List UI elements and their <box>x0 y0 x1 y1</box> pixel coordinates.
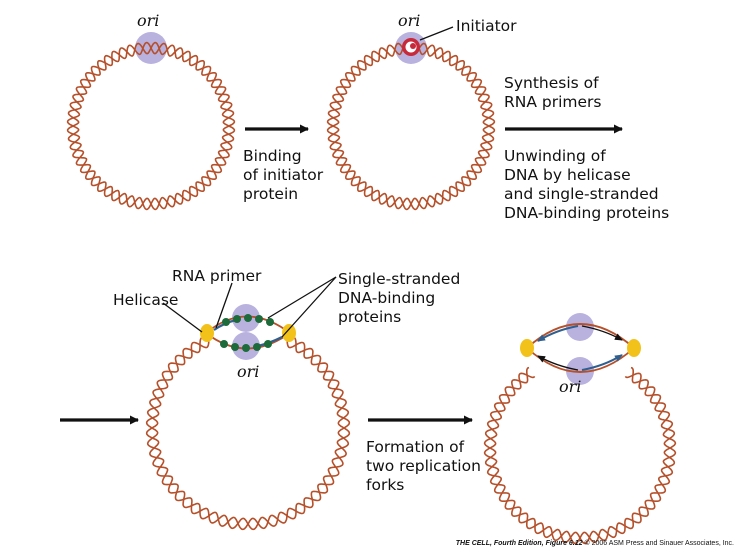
rna-primer-leader-line <box>215 282 233 329</box>
lagging-strand-arrow <box>581 325 623 341</box>
ori-region <box>566 357 594 385</box>
figure-credit: THE CELL, Fourth Edition, Figure 6.12 © … <box>456 540 734 547</box>
dna-circle-2 <box>326 41 496 211</box>
leading-strand-arrow <box>537 325 579 342</box>
ssb-protein <box>220 340 228 348</box>
dna-strand <box>66 41 236 211</box>
ssb-label-line: DNA-binding <box>338 289 436 307</box>
binding-step-line: protein <box>243 185 299 203</box>
unwinding-step-line: and single-stranded <box>504 185 659 203</box>
ori-region <box>566 313 594 341</box>
ori-label-4: ori <box>559 377 582 396</box>
ssb-label-line: proteins <box>338 308 402 326</box>
synthesis-step-line: RNA primers <box>504 93 602 111</box>
binding-step-line: Binding <box>243 147 302 165</box>
credit-copyright: © 2006 ASM Press and Sinauer Associates,… <box>584 540 734 547</box>
credit-book: THE CELL, Fourth Edition, Figure 6.12 <box>455 540 583 547</box>
dna-circle-3 <box>145 336 351 531</box>
helicase-leader-line <box>162 302 203 333</box>
unwinding-step-line: DNA by helicase <box>504 166 631 184</box>
ssb-leader-line-1 <box>267 276 337 319</box>
initiator-leader-line <box>419 26 454 41</box>
ssb-protein <box>233 315 241 323</box>
dna-strand <box>145 336 351 531</box>
formation-step-line: forks <box>366 476 405 494</box>
dna-circle-1 <box>66 41 236 211</box>
lagging-strand-arrow <box>537 355 579 371</box>
ssb-protein <box>244 314 252 322</box>
ssb-protein <box>264 340 272 348</box>
ori-label-1: ori <box>137 11 160 30</box>
helicase-protein <box>282 324 296 342</box>
ori-label-2: ori <box>398 11 421 30</box>
dna-strand <box>66 41 236 211</box>
formation-step-line: Formation of <box>366 438 465 456</box>
unwinding-step-line: DNA-binding proteins <box>504 204 670 222</box>
dna-strand <box>326 41 496 211</box>
ssb-label-line: Single-stranded <box>338 270 461 288</box>
ssb-protein <box>255 315 263 323</box>
formation-step-line: two replication <box>366 457 481 475</box>
initiator-protein-core <box>410 43 416 49</box>
dna-strand <box>326 41 496 211</box>
ori-label-3: ori <box>237 362 260 381</box>
helicase-protein <box>200 324 214 342</box>
unwinding-step-line: Unwinding of <box>504 147 606 165</box>
synthesis-step-line: Synthesis of <box>504 74 599 92</box>
ssb-protein <box>266 318 274 326</box>
initiator-label: Initiator <box>456 17 517 35</box>
ssb-leader-line-2 <box>281 276 337 338</box>
ssb-protein <box>222 318 230 326</box>
leading-strand-arrow <box>581 354 623 371</box>
helicase-label: Helicase <box>113 291 179 309</box>
rna-primer-label: RNA primer <box>172 267 262 285</box>
dna-strand <box>483 366 677 545</box>
helicase-protein <box>627 339 641 357</box>
ssb-protein <box>253 343 261 351</box>
ssb-protein <box>231 343 239 351</box>
ssb-protein <box>242 344 250 352</box>
helicase-protein <box>520 339 534 357</box>
dna-circle-4 <box>483 366 677 545</box>
binding-step-line: of initiator <box>243 166 324 184</box>
